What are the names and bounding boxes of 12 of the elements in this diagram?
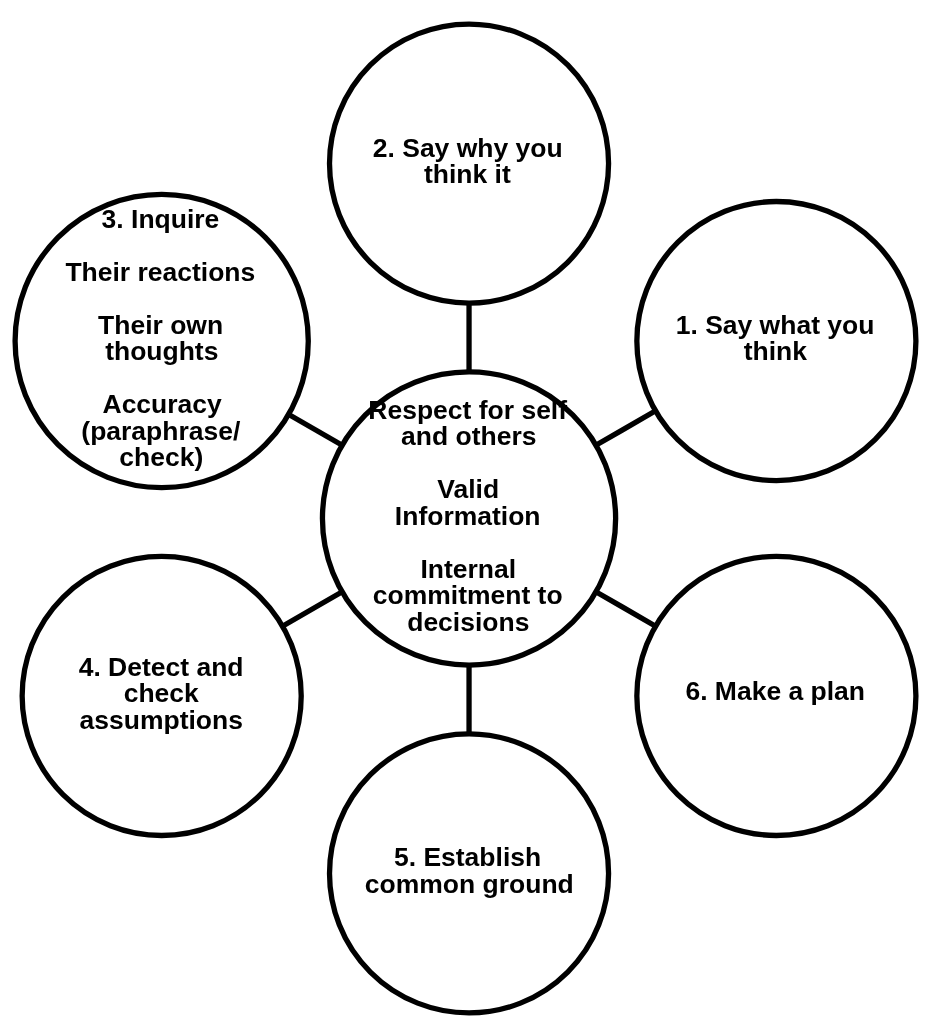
- node-circle: 2. Say why you think it: [326, 20, 612, 306]
- connector: [466, 303, 472, 372]
- node-circle: 4. Detect and check assumptions: [19, 553, 304, 838]
- node-circle: 1. Say what you think: [634, 198, 919, 483]
- node-circle: 6. Make a plan: [634, 553, 919, 838]
- connector: [281, 589, 344, 628]
- connector: [594, 408, 657, 447]
- connector: [594, 589, 657, 628]
- connector: [287, 411, 344, 447]
- node-circle: 5. Establish common ground: [326, 730, 612, 1016]
- node-circle: 3. Inquire Their reactions Their own thoughts Accuracy (paraphrase/ check): [12, 191, 311, 490]
- connector: [466, 664, 472, 733]
